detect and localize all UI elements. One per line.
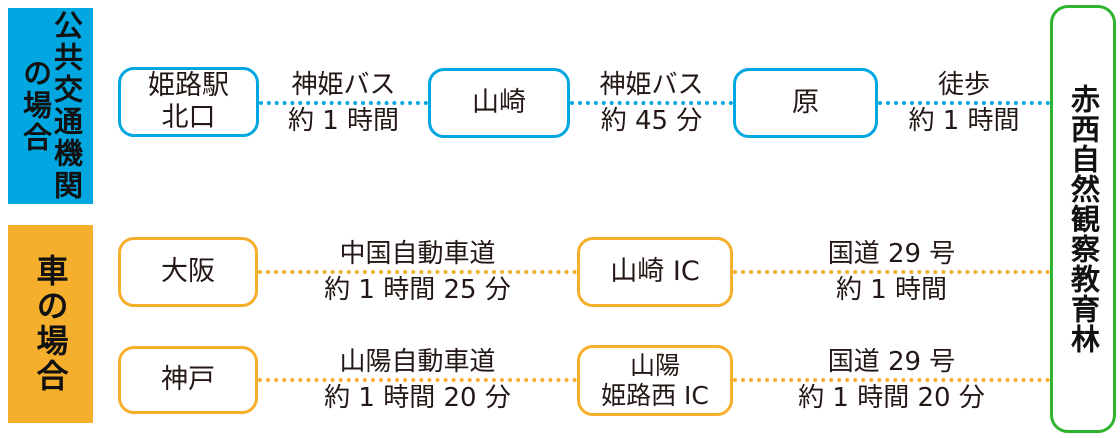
segment-road: 国道 29 号 [827, 347, 956, 377]
node-label: 山崎 [472, 87, 526, 119]
segment-means: 徒歩 [937, 70, 990, 100]
section-label-public-transport: 公共交通機関 の場合 [8, 8, 93, 204]
segment-route-29-south: 国道 29 号 約 1 時間 20 分 [733, 347, 1050, 413]
segment-road: 国道 29 号 [827, 239, 956, 269]
node-sanyo-himejinishi-ic: 山陽 姫路西 IC [577, 345, 733, 416]
node-label: 山陽 姫路西 IC [601, 351, 709, 410]
node-kobe: 神戸 [118, 346, 258, 414]
segment-duration: 約 1 時間 [835, 275, 948, 305]
dotted-connector [733, 378, 1050, 382]
section-label-public-transport-main: 公共交通機関 [49, 10, 84, 202]
segment-duration: 約 45 分 [600, 106, 703, 136]
segment-duration: 約 1 時間 [287, 106, 400, 136]
dotted-connector [259, 101, 428, 105]
segment-duration: 約 1 時間 25 分 [324, 275, 511, 305]
segment-road: 山陽自動車道 [339, 347, 496, 377]
segment-chugoku-expressway: 中国自動車道 約 1 時間 25 分 [258, 239, 577, 305]
segment-sanyo-expressway: 山陽自動車道 約 1 時間 20 分 [258, 347, 577, 413]
segment-means: 神姫バス [599, 70, 704, 100]
node-label: 姫路駅 北口 [148, 70, 229, 133]
segment-road: 中国自動車道 [339, 239, 496, 269]
dotted-connector [258, 270, 577, 274]
section-label-car: 車の場合 [8, 225, 93, 423]
segment-duration: 約 1 時間 20 分 [324, 383, 511, 413]
node-yamasaki-ic: 山崎 IC [577, 237, 733, 307]
dotted-connector [878, 101, 1050, 105]
dotted-connector [570, 101, 733, 105]
node-himeji-station-north-exit: 姫路駅 北口 [118, 67, 259, 137]
section-label-public-transport-sub: の場合 [18, 58, 53, 154]
section-label-car-text: 車の場合 [31, 254, 70, 394]
segment-walk: 徒歩 約 1 時間 [878, 70, 1050, 136]
segment-shinki-bus-1: 神姫バス 約 1 時間 [259, 70, 428, 136]
node-label: 原 [792, 87, 819, 119]
node-osaka: 大阪 [118, 237, 258, 307]
destination-label: 赤西自然観察教育林 [1066, 84, 1101, 354]
node-hara: 原 [733, 68, 878, 138]
dotted-connector [258, 378, 577, 382]
dotted-connector [733, 270, 1050, 274]
node-label: 山崎 IC [610, 256, 700, 288]
segment-route-29-north: 国道 29 号 約 1 時間 [733, 239, 1050, 305]
node-label: 大阪 [161, 256, 215, 288]
segment-shinki-bus-2: 神姫バス 約 45 分 [570, 70, 733, 136]
segment-duration: 約 1 時間 20 分 [798, 383, 985, 413]
node-label: 神戸 [161, 364, 215, 396]
segment-means: 神姫バス [291, 70, 396, 100]
node-yamasaki: 山崎 [428, 68, 570, 138]
destination-box: 赤西自然観察教育林 [1050, 5, 1116, 433]
segment-duration: 約 1 時間 [908, 106, 1020, 136]
